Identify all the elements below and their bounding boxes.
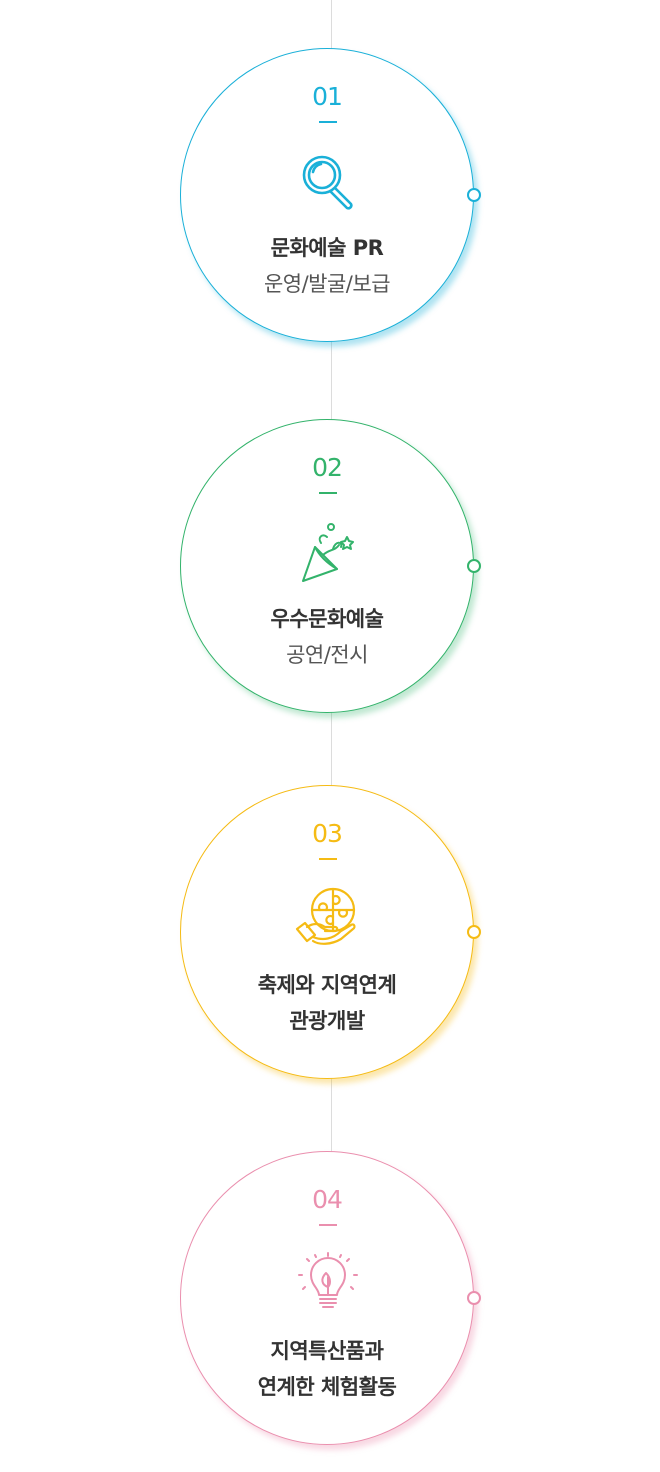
- step-circle: [180, 419, 474, 713]
- connector-dot: [467, 925, 481, 939]
- party-popper-icon: [293, 519, 363, 589]
- connector-dot: [467, 1291, 481, 1305]
- step-title: 지역특산품과: [270, 1339, 384, 1363]
- connector-dot: [467, 188, 481, 202]
- hand-puzzle-icon: [293, 885, 363, 955]
- step-subtitle: 연계한 체험활동: [257, 1375, 397, 1399]
- step-number: 04: [312, 1185, 343, 1214]
- step-circle: [180, 48, 474, 342]
- step-1: 01 문화예술 PR 운영/발굴/보급: [180, 48, 481, 342]
- step-number: 03: [312, 819, 343, 848]
- step-subtitle: 관광개발: [289, 1009, 365, 1033]
- step-title: 문화예술 PR: [270, 236, 384, 260]
- step-3: 03 축제와 지역연계 관광개발: [180, 785, 481, 1079]
- step-2: 02 우수문화예술 공연/전시: [180, 419, 481, 713]
- step-number: 01: [312, 82, 343, 111]
- step-title: 축제와 지역연계: [257, 973, 397, 997]
- number-underline: [319, 1224, 337, 1226]
- lightbulb-icon: [293, 1251, 363, 1321]
- number-underline: [319, 121, 337, 123]
- step-subtitle: 공연/전시: [286, 643, 368, 667]
- magnifier-icon: [293, 148, 363, 218]
- number-underline: [319, 492, 337, 494]
- step-title: 우수문화예술: [270, 607, 384, 631]
- number-underline: [319, 858, 337, 860]
- step-4: 04 지역특산품과 연계한 체험활동: [180, 1151, 481, 1445]
- step-subtitle: 운영/발굴/보급: [263, 272, 391, 296]
- connector-dot: [467, 559, 481, 573]
- step-number: 02: [312, 453, 343, 482]
